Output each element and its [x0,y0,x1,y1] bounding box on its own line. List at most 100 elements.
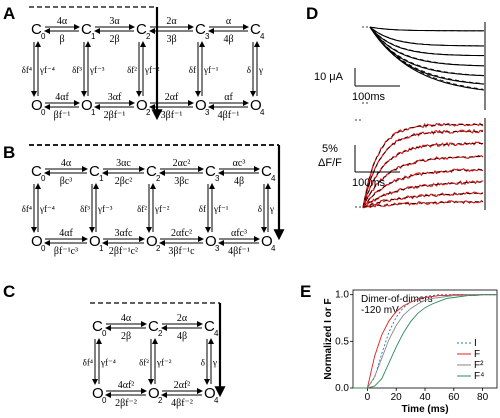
rate-gamma: γf⁻⁴ [39,204,55,214]
x-tick-label: 80 [477,392,489,403]
rate-delta: δ [258,204,262,214]
state-subscript: 0 [41,108,46,117]
current-fit [372,28,484,47]
state-closed: C [250,21,261,38]
state-subscript: 1 [91,108,96,117]
state-open: O [195,97,207,114]
rate-backward-top: 4β [223,34,233,45]
rate-gamma: γf⁻⁴ [39,65,55,75]
state-open: O [89,233,101,250]
state-subscript: 1 [91,32,96,41]
rate-backward-bottom: 4βf⁻¹ [218,110,240,121]
current-traces: 10 μA 100ms [314,22,486,110]
fluorescence-fit [362,124,483,208]
rate-delta: δf [189,65,196,75]
state-open: O [136,97,148,114]
state-subscript: 0 [41,244,46,253]
state-open: O [81,97,93,114]
state-subscript: 2 [156,174,161,183]
x-axis-label: Time (ms) [401,404,448,415]
rate-forward-top: 4α [61,158,72,169]
y-axis-label: Normalized I or F [323,298,334,379]
rate-delta: δf⁴ [83,358,93,368]
rate-forward-bottom: 3αf [108,92,122,103]
state-open: O [92,385,104,402]
rate-backward-top: 4β [177,331,187,342]
rate-delta: δf² [139,358,149,368]
fluorescence-traces: 5% ΔF/F 100ms [318,118,486,210]
y-tick-label: 0.0 [335,383,349,394]
rate-gamma: γ [212,358,217,368]
rate-gamma: γf⁻¹ [203,65,219,75]
state-closed: C [205,163,216,180]
fluorescence-fit [362,131,483,208]
current-fit [372,30,484,90]
rate-forward-bottom: 4αf [59,228,73,239]
rate-backward-top: 3βc [174,176,189,187]
state-subscript: 2 [156,244,161,253]
rate-forward-top: αc³ [233,158,246,169]
rate-gamma: γf⁻² [156,358,172,368]
state-subscript: 3 [205,32,210,41]
fluorescence-trace [362,168,484,207]
rate-forward-top: 4α [121,313,132,324]
state-closed: C [261,163,272,180]
state-closed: C [195,21,206,38]
rate-backward-top: βc³ [60,176,73,187]
state-subscript: 4 [214,396,219,405]
rate-backward-top: 2βc² [115,176,133,187]
state-open: O [31,233,43,250]
state-subscript: 1 [99,244,104,253]
state-subscript: 0 [41,32,46,41]
legend-label: F² [474,360,484,371]
rate-backward-bottom: 2βf⁻¹ [104,110,126,121]
rate-forward-bottom: 2αf² [174,380,191,391]
panel-label-d: D [306,4,318,23]
rate-delta: δf³ [80,204,90,214]
state-subscript: 3 [205,108,210,117]
rate-forward-bottom: 4αf² [118,380,135,391]
state-closed: C [31,163,42,180]
current-trace [369,26,485,91]
fluorescence-trace [362,179,484,209]
rate-delta: δf³ [72,65,82,75]
chart-title: Dimer-of-dimers [361,294,433,305]
panel-label-b: B [3,143,15,162]
rate-forward-bottom: 3αfc [114,228,133,239]
fluorescence-fit [362,169,483,208]
state-subscript: 4 [214,329,219,338]
rate-backward-bottom: βf⁻¹ [54,110,71,121]
state-subscript: 0 [41,174,46,183]
current-trace [369,26,484,47]
state-closed: C [204,318,215,335]
x-tick-label: 60 [448,392,460,403]
state-subscript: 4 [271,244,276,253]
rate-forward-bottom: αf [224,92,233,103]
current-fit [372,31,484,84]
x-tick-label: 40 [419,392,431,403]
legend-label: I [474,338,477,349]
fluorescence-fit [362,192,484,208]
state-open: O [146,233,158,250]
y-tick-label: 1.0 [335,290,349,301]
fluorescence-fit [362,201,483,208]
y-tick-label: 0.5 [335,336,349,347]
rate-gamma: γ [269,204,274,214]
rate-forward-top: 4α [57,16,68,27]
state-open: O [31,97,43,114]
state-open: O [148,385,160,402]
rate-gamma: γf⁻¹ [213,204,229,214]
state-subscript: 2 [158,396,163,405]
rate-delta: δf² [137,204,147,214]
rate-backward-top: β [59,34,64,45]
rate-backward-top: 2β [109,34,119,45]
state-subscript: 2 [146,108,151,117]
rate-delta: δf² [127,65,137,75]
panel-label-c: C [3,282,15,301]
rate-delta: δf⁴ [22,65,32,75]
rate-forward-top: α [226,16,232,27]
legend-label: F [474,349,480,360]
rate-gamma: γf⁻⁴ [100,358,116,368]
state-subscript: 0 [102,329,107,338]
